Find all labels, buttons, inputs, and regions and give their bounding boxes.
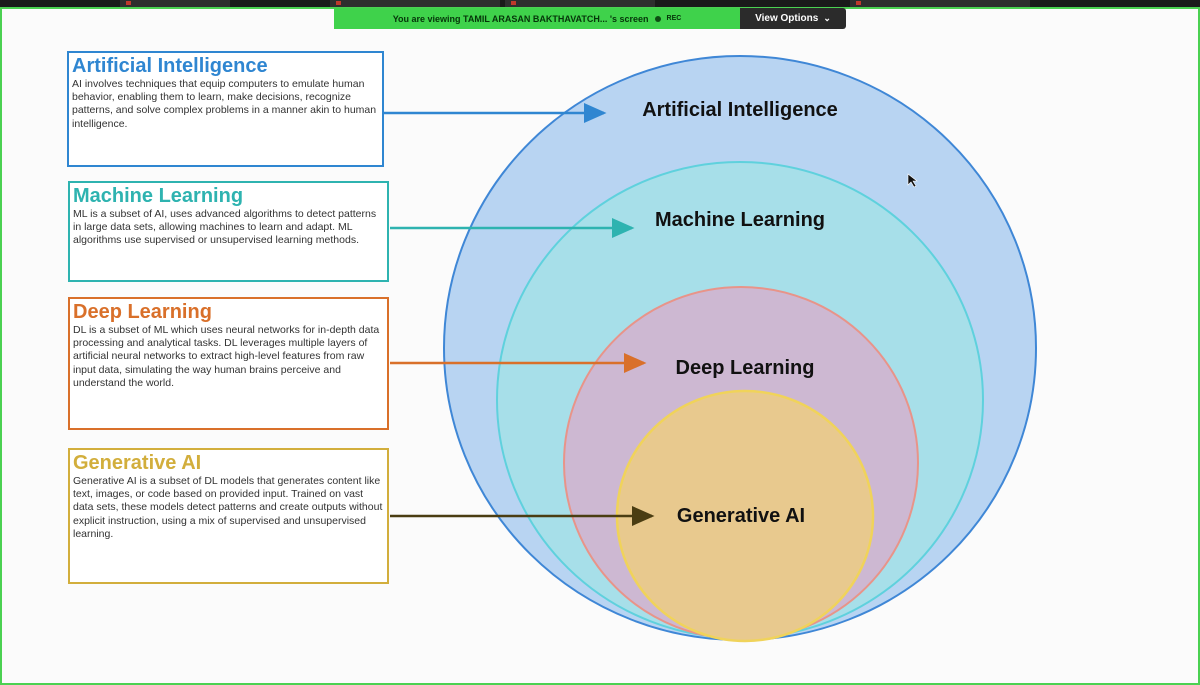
participant-thumbnail[interactable] xyxy=(330,0,500,7)
dl-box-description: DL is a subset of ML which uses neural n… xyxy=(73,324,380,389)
mouse-cursor-icon xyxy=(907,173,918,188)
ai-description-box: Artificial Intelligence AI involves tech… xyxy=(67,51,384,167)
genai-box-description: Generative AI is a subset of DL models t… xyxy=(73,475,383,540)
ai-circle-label: Artificial Intelligence xyxy=(642,99,838,121)
genai-box-title: Generative AI xyxy=(73,452,202,474)
genai-description-box: Generative AI Generative AI is a subset … xyxy=(68,448,389,584)
meeting-top-bar xyxy=(0,0,1200,7)
screen-share-banner-text: You are viewing TAMIL ARASAN BAKTHAVATCH… xyxy=(392,13,649,24)
view-options-label: View Options xyxy=(755,13,819,24)
view-options-button[interactable]: View Options ⌄ xyxy=(740,8,846,29)
dl-box-title: Deep Learning xyxy=(73,301,212,323)
dl-circle-label: Deep Learning xyxy=(676,357,815,379)
participant-thumbnail[interactable] xyxy=(850,0,1030,7)
ml-circle-label: Machine Learning xyxy=(655,209,825,231)
ml-box-description: ML is a subset of AI, uses advanced algo… xyxy=(73,208,377,247)
dl-description-box: Deep Learning DL is a subset of ML which… xyxy=(68,297,389,430)
ai-box-title: Artificial Intelligence xyxy=(72,55,268,77)
participant-thumbnail[interactable] xyxy=(505,0,655,7)
recording-icon xyxy=(654,15,661,22)
ml-box-title: Machine Learning xyxy=(73,185,244,207)
participant-thumbnail[interactable] xyxy=(120,0,230,7)
screen-share-banner: You are viewing TAMIL ARASAN BAKTHAVATCH… xyxy=(334,8,740,29)
ai-box-description: AI involves techniques that equip comput… xyxy=(72,78,377,130)
recording-label: REC xyxy=(666,15,682,22)
genai-circle-label: Generative AI xyxy=(677,505,805,527)
chevron-down-icon: ⌄ xyxy=(823,13,831,23)
ml-description-box: Machine Learning ML is a subset of AI, u… xyxy=(68,181,389,282)
